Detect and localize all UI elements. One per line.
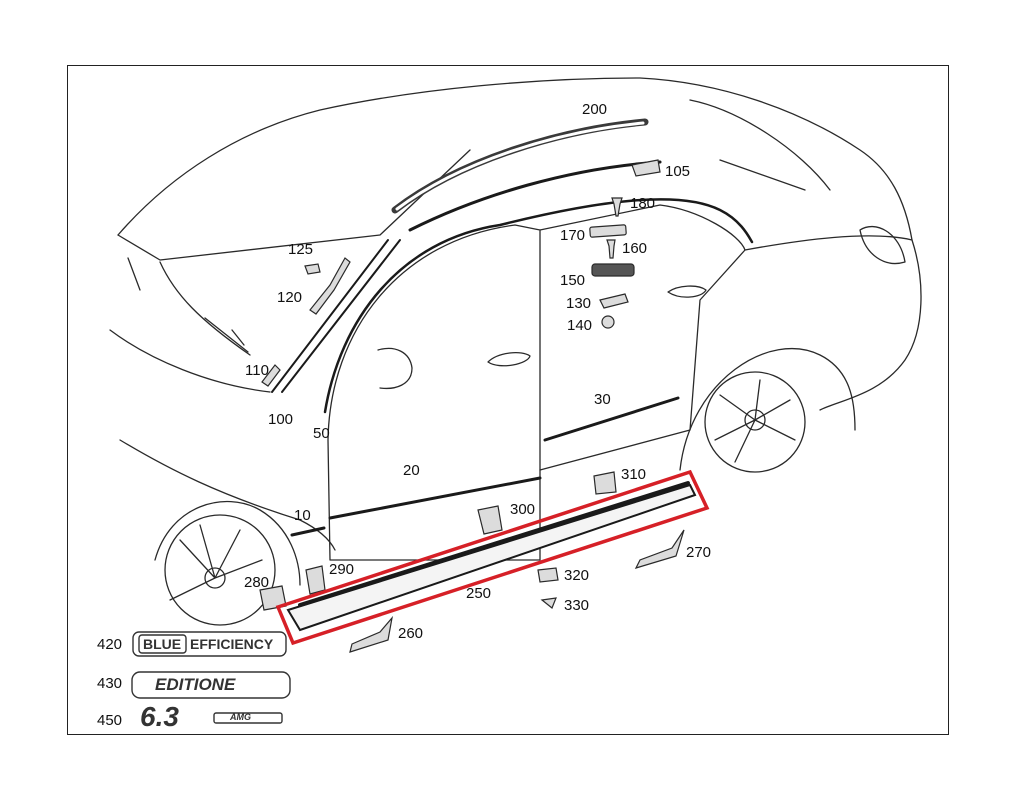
- highlight-box-250: [275, 469, 710, 646]
- part-180-screw: [611, 197, 623, 217]
- callout-120: 120: [277, 289, 303, 306]
- callout-430: 430: [97, 675, 123, 692]
- callout-310: 310: [621, 466, 647, 483]
- callout-150: 150: [560, 272, 586, 289]
- part-110-end-cap: [261, 364, 281, 387]
- callout-100: 100: [268, 411, 294, 428]
- part-200-inner: [395, 121, 645, 211]
- rear-wheel-spokes: [714, 379, 796, 463]
- emblem-450-amg-bar: [213, 712, 283, 724]
- callout-30: 30: [594, 391, 611, 408]
- rear-window-outline: [689, 99, 831, 191]
- callout-200: 200: [582, 101, 608, 118]
- rear-wheel: [704, 371, 806, 473]
- rear-wheel-arch: [679, 347, 856, 471]
- part-150-grip: [591, 263, 635, 277]
- front-wheel-spokes: [169, 524, 263, 601]
- part-120-clip: [309, 257, 351, 315]
- part-125-pin: [304, 263, 321, 275]
- rear-wheel-hub: [744, 409, 766, 431]
- callout-280: 280: [244, 574, 270, 591]
- part-50-door-frame-strip: [323, 198, 754, 414]
- part-140-grommet: [601, 315, 615, 329]
- part-250-sill-panel: [286, 483, 697, 632]
- part-320-clip: [537, 567, 559, 583]
- rear-door-handle: [667, 285, 707, 298]
- rear-door-outline: [539, 204, 746, 471]
- part-260-end-cap: [349, 615, 393, 653]
- emblem-450-number: 6.3: [140, 701, 179, 732]
- diagram-frame: [67, 65, 949, 735]
- callout-290: 290: [329, 561, 355, 578]
- front-door-outline: [327, 224, 541, 561]
- callout-170: 170: [560, 227, 586, 244]
- emblem-420-blue-text: BLUE: [143, 636, 182, 652]
- callout-125: 125: [288, 241, 314, 258]
- part-170-clip: [589, 224, 627, 238]
- callout-270: 270: [686, 544, 712, 561]
- car-roof-outline: [117, 77, 913, 241]
- callout-160: 160: [622, 240, 648, 257]
- part-roof-drip-strip: [408, 160, 662, 232]
- callout-250: 250: [466, 585, 492, 602]
- callout-20: 20: [403, 462, 420, 479]
- part-20-beltline-strip: [328, 476, 542, 520]
- emblem-420-frame: [132, 631, 287, 657]
- callout-110: 110: [245, 362, 269, 379]
- callout-140: 140: [567, 317, 593, 334]
- part-10-beltline-strip: [290, 526, 326, 537]
- emblem-420-efficiency-text: EFFICIENCY: [190, 636, 274, 652]
- callout-320: 320: [564, 567, 590, 584]
- front-door-handle: [487, 351, 531, 367]
- callout-130: 130: [566, 295, 592, 312]
- front-wheel-hub: [204, 567, 226, 589]
- rear-light: [859, 225, 906, 264]
- part-250-sill-top-edge: [298, 481, 690, 607]
- part-270-end-cap: [634, 529, 685, 569]
- callout-450: 450: [97, 712, 123, 729]
- callout-105: 105: [665, 163, 691, 180]
- part-105-clip: [631, 159, 661, 177]
- part-30-beltline-strip: [543, 396, 680, 442]
- part-100-a-pillar-trim: [271, 239, 401, 393]
- side-mirror: [377, 347, 413, 390]
- part-160-screw: [606, 239, 616, 259]
- part-330-clip: [540, 597, 557, 609]
- part-300-bracket: [477, 505, 503, 535]
- part-200-roof-rail-cover: [391, 118, 649, 214]
- callout-50: 50: [313, 425, 330, 442]
- emblem-430-editione-text: EDITIONE: [155, 675, 236, 694]
- callout-10: 10: [294, 507, 311, 524]
- windshield-wiper: [127, 257, 249, 353]
- front-wheel: [164, 514, 276, 626]
- emblem-420-blue-box: [138, 634, 187, 654]
- callout-260: 260: [398, 625, 424, 642]
- front-bumper-outline: [119, 439, 336, 551]
- emblem-450-amg-text: AMG: [230, 712, 251, 722]
- callout-180: 180: [630, 195, 656, 212]
- car-hood-outline: [109, 329, 271, 393]
- callout-420: 420: [97, 636, 123, 653]
- emblem-430-frame: [131, 671, 291, 699]
- part-310-bracket: [593, 471, 617, 495]
- part-290-bracket: [305, 565, 326, 595]
- rear-quarter-outline: [744, 235, 922, 411]
- callout-330: 330: [564, 597, 590, 614]
- part-130-retainer: [599, 293, 629, 309]
- front-wheel-arch: [154, 500, 301, 586]
- callout-300: 300: [510, 501, 536, 518]
